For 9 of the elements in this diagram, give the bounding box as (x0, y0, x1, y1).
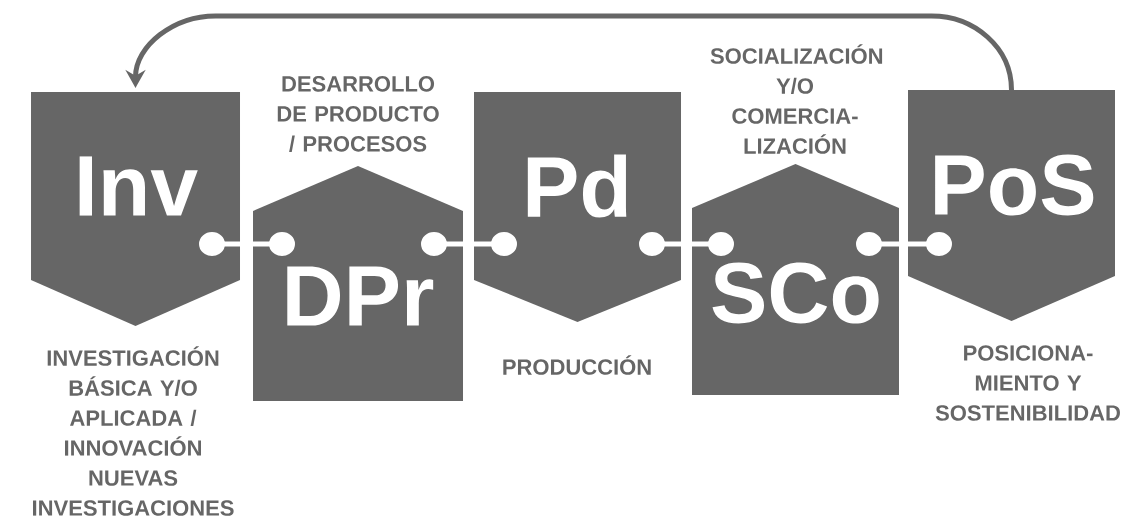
stage-caption: POSICIONA- MIENTO Y SOSTENIBILIDAD (935, 345, 1120, 421)
stage-caption: INVESTIGACIÓN BÁSICA Y/O APLICADA / INNOVACIÓN NUEVAS INVESTIGACIONES (33, 346, 234, 516)
connector-link (856, 232, 952, 256)
connector-link (199, 232, 295, 256)
stage-caption: SOCIALIZACIÓN Y/O COMERCIA- LIZACIÓN (710, 44, 883, 154)
connector-link (639, 232, 734, 256)
connector-link (421, 232, 517, 256)
stage-caption: PRODUCCIÓN (503, 355, 651, 375)
stage-caption: DESARROLLO DE PRODUCTO / PROCESOS (277, 76, 439, 152)
